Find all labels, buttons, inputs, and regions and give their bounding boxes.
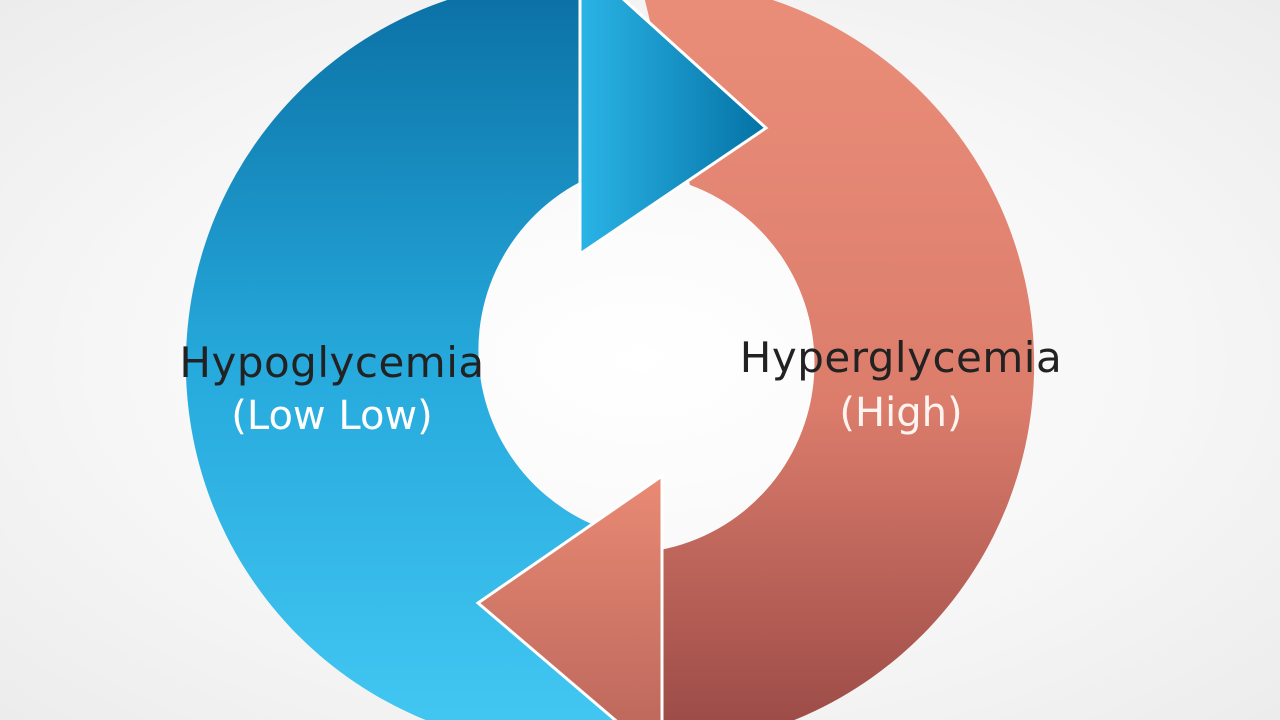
- hypoglycemia-title: Hypoglycemia: [179, 338, 485, 387]
- hyperglycemia-label: Hyperglycemia (High): [718, 333, 1084, 436]
- hypoglycemia-subtitle: (Low Low): [231, 393, 433, 439]
- hyperglycemia-arc: [644, 0, 1035, 720]
- hypoglycemia-arrowhead-icon: [578, 0, 769, 257]
- hyperglycemia-title: Hyperglycemia: [739, 333, 1063, 382]
- hyperglycemia-arrowhead-icon: [475, 473, 664, 720]
- hyperglycemia-subtitle: (High): [839, 390, 963, 436]
- hypoglycemia-label: Hypoglycemia (Low Low): [160, 338, 504, 439]
- hypoglycemia-arc: [185, 0, 660, 720]
